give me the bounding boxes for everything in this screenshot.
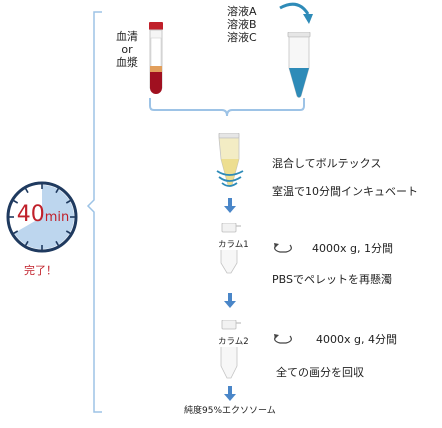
process-bracket (86, 11, 102, 413)
solution-b: 溶液B (227, 18, 257, 31)
timer-clock: 40min (3, 178, 81, 256)
column2-label: カラム2 (218, 337, 249, 347)
down-arrow-icon (224, 198, 236, 213)
timer-unit: min (44, 210, 70, 225)
step-spin1: 4000x g, 1分間 (312, 242, 393, 255)
down-arrow-icon (224, 293, 236, 308)
blood-tube-icon (149, 22, 163, 94)
sample-serum: 血清 (116, 30, 138, 43)
solution-c: 溶液C (227, 31, 257, 44)
step-spin2: 4000x g, 4分間 (316, 333, 397, 346)
down-arrow-icon (224, 386, 236, 401)
column1-label: カラム1 (218, 240, 249, 250)
column2-tube-icon (220, 320, 241, 379)
step-resuspend: PBSでペレットを再懸濁 (272, 273, 392, 286)
solution-list: 溶液A 溶液B 溶液C (227, 5, 257, 44)
pour-arrow-icon (279, 2, 313, 24)
timer-elapsed-fill (14, 185, 75, 249)
step-incubate: 室温で10分間インキュベート (272, 185, 418, 198)
spin-icon (274, 243, 292, 253)
spin-icon (274, 334, 292, 344)
solution-a: 溶液A (227, 5, 257, 18)
sample-plasma: 血漿 (116, 56, 138, 69)
step-mix: 混合してボルテックス (272, 157, 382, 170)
sample-or: or (121, 43, 133, 56)
sample-label: 血清 or 血漿 (112, 30, 142, 69)
solution-tube-icon (287, 32, 311, 98)
done-label: 完了！ (24, 264, 57, 277)
result-label: 純度95%エクソソーム (184, 406, 276, 416)
mixed-tube-icon (216, 133, 244, 187)
timer-minutes: 40 (16, 202, 45, 227)
step-collect: 全ての画分を回収 (276, 366, 364, 379)
merge-connector (149, 98, 305, 117)
